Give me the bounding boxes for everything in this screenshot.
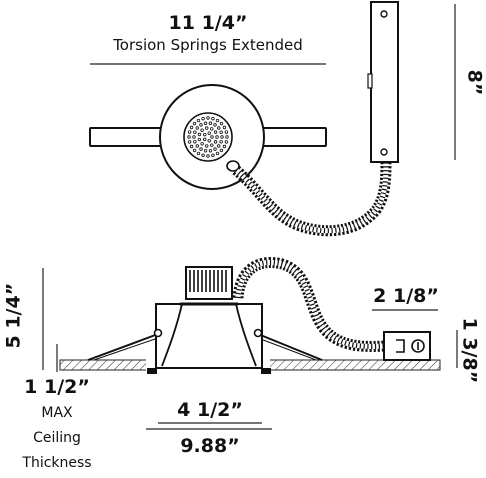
right-pivot-screw (253, 328, 263, 338)
trim-flange-right (261, 368, 271, 374)
lens-dot (193, 130, 197, 134)
left-spring-arm (87, 333, 159, 361)
overall-dimension: 9.88” (180, 435, 240, 457)
lens-dot (187, 140, 192, 144)
lens-dot (193, 140, 197, 144)
lens-dot (203, 137, 207, 142)
lens-dot (213, 147, 217, 151)
lens-dot (219, 140, 223, 144)
junction-box-screw-bottom (380, 148, 388, 156)
lens-dot (219, 121, 224, 126)
ceiling-thickness-dimension: 1 1/2” (24, 376, 90, 398)
lens-dot (187, 135, 191, 139)
aperture-dimension: 4 1/2” (177, 399, 243, 421)
left-spring-arm-2 (93, 337, 159, 361)
lens-dot (222, 125, 227, 130)
lens-dot (207, 131, 211, 135)
lens-dot (203, 121, 208, 125)
lens-dot (199, 147, 203, 151)
lens-dot (215, 135, 219, 139)
top-width-dimension: 11 1/4” (168, 12, 248, 34)
lens-dot (192, 121, 197, 126)
heat-sink-fins (189, 270, 227, 292)
lens-dot (208, 149, 213, 153)
lens-dot (208, 121, 213, 125)
lens-dot (201, 116, 205, 121)
junction-box-screw-top (380, 10, 388, 18)
lens-dot (200, 128, 204, 132)
left-pivot-screw (153, 328, 163, 338)
lens-dot (220, 135, 224, 139)
junction-box-connector (396, 339, 405, 353)
lens-dot (213, 130, 218, 134)
flex-cable-side-core (235, 260, 385, 349)
lens-dot (195, 126, 199, 130)
lens-dot (197, 137, 202, 142)
junction-box-clip (367, 73, 373, 89)
lens-dot (210, 135, 214, 139)
lens-dot (196, 118, 201, 123)
lens-dot (213, 140, 218, 144)
lens-dot (206, 116, 210, 120)
box-height-dimension: 1 3/8” (458, 317, 481, 384)
lens-dot (197, 132, 202, 137)
lens-dot (224, 130, 229, 134)
lens-dot (211, 153, 215, 158)
right-spring-arm (257, 333, 323, 361)
lens-dot (189, 125, 194, 130)
lens-dot (205, 144, 209, 148)
ceiling-caption-line-3: Thickness (22, 455, 92, 471)
right-torsion-spring (257, 127, 327, 147)
flex-cable-top-outline (234, 159, 389, 234)
lens-dot (210, 127, 214, 131)
reflector-cone (161, 303, 257, 367)
lens-dot (206, 154, 210, 158)
lens-dot (219, 148, 224, 153)
top-width-caption: Torsion Springs Extended (113, 36, 303, 54)
lens-dot (224, 140, 229, 144)
lens-dot (217, 144, 221, 148)
lens-dot (196, 151, 201, 156)
heat-sink (185, 266, 233, 300)
lens-dot (217, 126, 221, 130)
lens-dot (207, 139, 211, 143)
lens-dot (205, 126, 209, 130)
lens-dot (215, 118, 220, 123)
lens-dot (213, 123, 217, 127)
lens-dot (225, 135, 229, 139)
side-height-dimension: 5 1/4” (2, 282, 25, 349)
lens-dot (219, 130, 223, 134)
junction-box-top (370, 1, 399, 163)
lens-dot (189, 144, 194, 149)
lens-dot (215, 151, 220, 156)
lens-dot (192, 148, 197, 153)
lens-dot (192, 135, 196, 139)
cable-connector-top (226, 160, 240, 172)
lens-dot (201, 153, 205, 158)
led-lens-dots (187, 116, 229, 158)
right-spring-arm-2 (257, 337, 317, 361)
lens-dot (195, 144, 199, 148)
box-width-dimension: 2 1/8” (373, 285, 439, 307)
left-torsion-spring (89, 127, 169, 147)
lens-dot (200, 142, 204, 146)
lens-dot (222, 144, 227, 149)
lens-dot (203, 149, 208, 153)
led-lens-outer (183, 112, 233, 162)
trim-flange-left (147, 368, 157, 374)
ceiling-caption-line-2: Ceiling (33, 430, 81, 446)
lens-dot (199, 123, 203, 127)
lens-dot (211, 116, 215, 121)
junction-box-height-dimension: 8” (463, 69, 486, 96)
ceiling-caption-line-1: MAX (41, 405, 73, 421)
lens-dot (210, 143, 214, 147)
lens-dot (203, 132, 207, 137)
lens-dot (187, 130, 192, 134)
